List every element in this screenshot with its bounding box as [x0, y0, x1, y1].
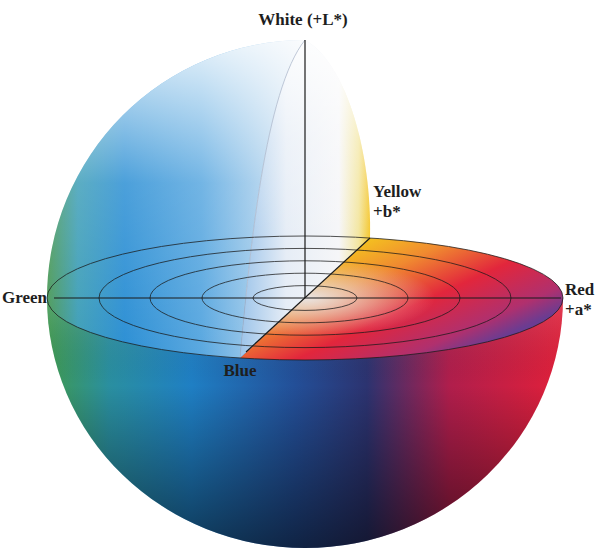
axis-label-red: Red +a* — [565, 280, 594, 321]
axis-label-yellow: Yellow +b* — [373, 182, 421, 223]
axis-label-white: White (+L*) — [258, 10, 347, 30]
axis-label-blue: Blue — [223, 361, 256, 381]
axis-label-green: Green — [2, 288, 47, 308]
